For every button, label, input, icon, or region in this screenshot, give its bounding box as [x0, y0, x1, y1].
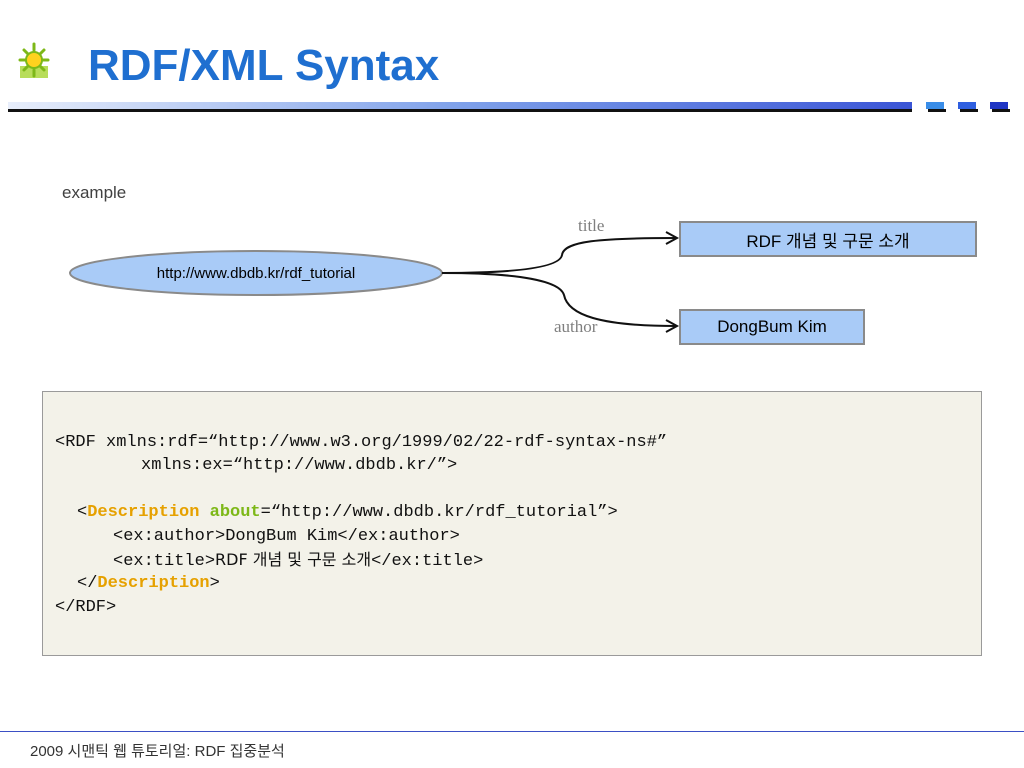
title-rule	[0, 96, 1024, 120]
author-arrowhead	[665, 319, 680, 333]
footer-text: 2009 시맨틱 웹 튜토리얼: RDF 집중분석	[30, 743, 285, 760]
code-line-3: <Description about=“http://www.dbdb.kr/r…	[77, 502, 618, 524]
footer-rule	[0, 731, 1024, 732]
object-title-node: RDF 개념 및 구문 소개	[679, 221, 977, 257]
subject-label: http://www.dbdb.kr/rdf_tutorial	[156, 264, 356, 282]
predicate-title: title	[578, 216, 605, 235]
rdf-graph	[0, 205, 1024, 355]
code-block: <RDF xmlns:rdf=“http://www.w3.org/1999/0…	[42, 391, 982, 656]
code-close-open: </	[77, 574, 98, 593]
predicate-author: author	[554, 317, 598, 336]
code-title-text: RDF 개념 및 구문 소개	[215, 550, 372, 569]
code-attr-value: =“http://www.dbdb.kr/rdf_tutorial”>	[260, 503, 618, 522]
code-title-close: </ex:title>	[371, 552, 484, 571]
slide-title: RDF/XML Syntax	[88, 41, 440, 90]
code-open-bracket: <	[77, 503, 88, 522]
author-edge	[441, 272, 677, 327]
code-title-open: <ex:title>	[113, 552, 216, 571]
code-line-6: </Description>	[77, 573, 220, 595]
title-arrowhead	[665, 231, 680, 245]
code-line-4: <ex:author>DongBum Kim</ex:author>	[113, 527, 460, 546]
code-element-description: Description	[87, 503, 200, 522]
code-line-5: <ex:title>RDF 개념 및 구문 소개</ex:title>	[113, 549, 483, 573]
example-label: example	[62, 183, 127, 202]
code-line-2: xmlns:ex=“http://www.dbdb.kr/”>	[141, 456, 458, 475]
code-close-bracket: >	[209, 574, 220, 593]
code-line-7: </RDF>	[55, 598, 117, 617]
code-attr-about: about	[209, 503, 261, 522]
object-author-node: DongBum Kim	[679, 309, 865, 345]
code-line-1: <RDF xmlns:rdf=“http://www.w3.org/1999/0…	[55, 433, 668, 452]
code-close-element: Description	[97, 574, 210, 593]
title-edge	[441, 237, 677, 274]
sun-logo-icon	[14, 40, 58, 84]
